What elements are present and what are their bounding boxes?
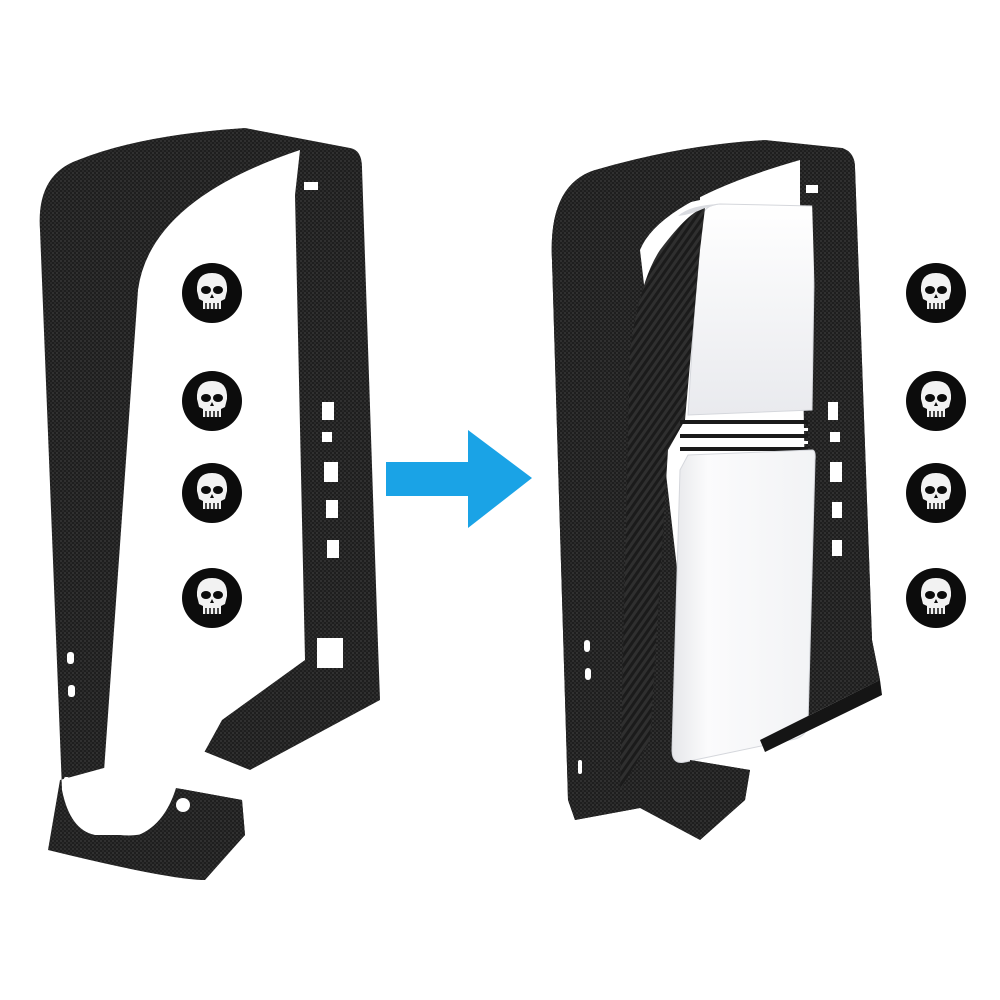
skull-sticker-icon [906,568,966,628]
skull-sticker-icon [182,568,242,628]
skull-sticker-icon [906,263,966,323]
right-frame-with-console [551,140,882,840]
mount-hole [176,798,190,812]
skull-sticker-icon [906,463,966,523]
skull-sticker-icon [182,263,242,323]
right-skull-stickers [906,263,966,628]
skull-sticker-icon [182,463,242,523]
skull-sticker-icon [182,371,242,431]
left-skull-stickers [182,263,242,628]
right-arrow-icon [386,430,532,528]
skull-sticker-icon [906,371,966,431]
console [620,203,816,790]
